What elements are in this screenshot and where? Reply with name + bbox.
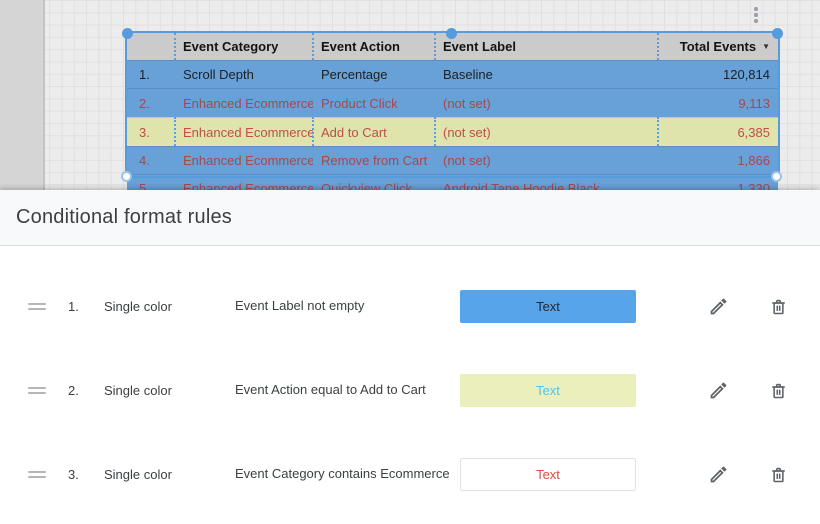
panel-title: Conditional format rules	[16, 206, 233, 228]
header-event-category[interactable]: Event Category	[183, 39, 279, 54]
cell-event-action: Product Click	[321, 95, 398, 111]
cell-event-label: (not set)	[443, 153, 491, 168]
edit-rule-button[interactable]	[700, 288, 736, 324]
cell-event-category: Enhanced Ecommerce	[183, 181, 313, 190]
cell-total-events: 120,814	[723, 67, 770, 82]
header-event-action[interactable]: Event Action	[321, 39, 400, 54]
sort-arrow-icon: ▼	[762, 42, 770, 51]
resize-handle-bottom-left[interactable]	[121, 171, 132, 182]
cell-event-category: Scroll Depth	[183, 67, 254, 82]
rule-condition: Event Category contains Ecommerce	[235, 465, 450, 481]
cell-event-action: Remove from Cart	[321, 153, 428, 168]
drag-handle-icon[interactable]	[28, 468, 48, 481]
report-canvas[interactable]: Event Category Event Action Event Label …	[0, 0, 820, 190]
header-total-events[interactable]: Total Events ▼	[658, 33, 778, 60]
cell-row-number: 5.	[139, 181, 150, 190]
cell-event-action: Percentage	[321, 67, 388, 82]
cell-total-events: 1,866	[737, 153, 770, 168]
canvas-left-margin	[0, 0, 45, 190]
rules-list: 1. Single color Event Label not empty Te…	[0, 246, 820, 516]
rule-row-2: 2. Single color Event Action equal to Ad…	[0, 348, 820, 432]
table-row-5: 5. Enhanced Ecommerce Quickview Click An…	[127, 174, 778, 190]
pencil-icon	[708, 464, 729, 485]
cell-event-action: Add to Cart	[321, 124, 387, 140]
table-row-1: 1. Scroll Depth Percentage Baseline 120,…	[127, 60, 778, 88]
resize-handle-top-center[interactable]	[446, 28, 457, 39]
cell-event-action: Quickview Click	[321, 181, 413, 190]
edit-rule-button[interactable]	[700, 372, 736, 408]
format-color-chip[interactable]: Text	[460, 457, 636, 491]
cell-total-events: 6,385	[737, 124, 770, 140]
rule-index: 3.	[68, 466, 79, 482]
rule-condition: Event Label not empty	[235, 297, 365, 313]
header-row-number	[127, 33, 175, 60]
drag-handle-icon[interactable]	[28, 300, 48, 313]
table-row-2: 2. Enhanced Ecommerce Product Click (not…	[127, 88, 778, 117]
rule-type: Single color	[104, 382, 172, 398]
table-row-4: 4. Enhanced Ecommerce Remove from Cart (…	[127, 146, 778, 174]
trash-icon	[768, 296, 789, 317]
pencil-icon	[708, 296, 729, 317]
trash-icon	[768, 464, 789, 485]
rule-index: 1.	[68, 298, 79, 314]
rule-row-1: 1. Single color Event Label not empty Te…	[0, 264, 820, 348]
cell-event-label: Android Tape Hoodie Black	[443, 181, 600, 190]
trash-icon	[768, 380, 789, 401]
resize-handle-top-right[interactable]	[772, 28, 783, 39]
events-table[interactable]: Event Category Event Action Event Label …	[127, 33, 778, 190]
cell-event-label: Baseline	[443, 67, 493, 82]
rule-type: Single color	[104, 298, 172, 314]
cell-event-category: Enhanced Ecommerce	[183, 95, 313, 111]
cell-row-number: 3.	[139, 124, 150, 140]
cell-event-label: (not set)	[443, 95, 491, 111]
rule-row-3: 3. Single color Event Category contains …	[0, 432, 820, 516]
cell-row-number: 1.	[139, 67, 150, 82]
table-row-3: 3. Enhanced Ecommerce Add to Cart (not s…	[127, 117, 778, 146]
drag-handle-icon[interactable]	[28, 384, 48, 397]
cell-row-number: 2.	[139, 95, 150, 111]
cell-total-events: 9,113	[738, 95, 770, 111]
cell-event-category: Enhanced Ecommerce	[183, 153, 313, 168]
delete-rule-button[interactable]	[760, 288, 796, 324]
delete-rule-button[interactable]	[760, 456, 796, 492]
header-event-label[interactable]: Event Label	[443, 39, 516, 54]
rule-type: Single color	[104, 466, 172, 482]
resize-handle-bottom-right[interactable]	[771, 171, 782, 182]
pencil-icon	[708, 380, 729, 401]
rule-index: 2.	[68, 382, 79, 398]
cell-total-events: 1,330	[737, 181, 770, 190]
delete-rule-button[interactable]	[760, 372, 796, 408]
format-color-chip[interactable]: Text	[460, 373, 636, 407]
chart-options-kebab-icon[interactable]	[751, 7, 761, 25]
resize-handle-top-left[interactable]	[122, 28, 133, 39]
cell-event-label: (not set)	[443, 124, 491, 140]
cell-row-number: 4.	[139, 153, 150, 168]
header-total-events-label: Total Events	[679, 39, 757, 54]
panel-header: Conditional format rules	[0, 190, 820, 246]
edit-rule-button[interactable]	[700, 456, 736, 492]
conditional-format-panel: Conditional format rules 1. Single color…	[0, 190, 820, 524]
rule-condition: Event Action equal to Add to Cart	[235, 381, 426, 397]
cell-event-category: Enhanced Ecommerce	[183, 124, 313, 140]
format-color-chip[interactable]: Text	[460, 289, 636, 323]
